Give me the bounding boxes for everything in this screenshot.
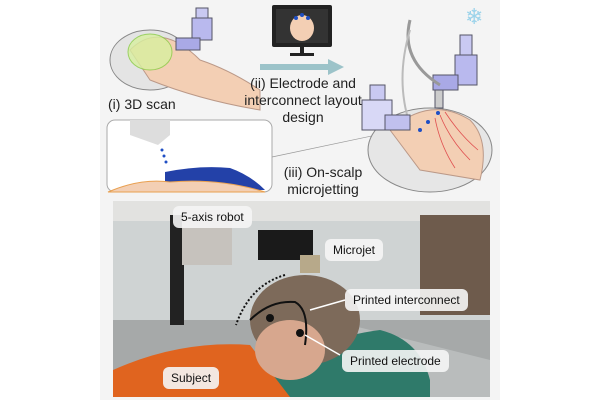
- svg-text:❄: ❄: [465, 5, 483, 30]
- step-2-line-1: (ii) Electrode and: [250, 75, 356, 91]
- label-subject: Subject: [163, 367, 220, 389]
- step-3-label: (iii) On-scalp microjetting: [278, 164, 368, 198]
- camera-icon: [361, 84, 411, 131]
- step-3-line-1: (iii) On-scalp: [283, 164, 363, 180]
- scan-head-illustration: [109, 29, 261, 111]
- process-arrow: [260, 59, 344, 75]
- step-3-line-2: microjetting: [287, 181, 359, 197]
- monitor-icon: [272, 5, 332, 56]
- step-1-label: (i) 3D scan: [108, 96, 176, 112]
- label-microjet: Microjet: [325, 239, 384, 261]
- label-printed-interconnect: Printed interconnect: [345, 289, 468, 311]
- step-2-line-2: interconnect layout: [244, 92, 362, 108]
- microjetting-inset: [106, 119, 401, 193]
- label-5-axis-robot: 5-axis robot: [173, 206, 252, 228]
- label-printed-electrode: Printed electrode: [342, 350, 449, 372]
- scanner-icon: [175, 7, 213, 51]
- step-2-label: (ii) Electrode and interconnect layout d…: [240, 75, 366, 126]
- snowflake-icon: ❄: [465, 5, 483, 30]
- step-2-line-3: design: [282, 109, 324, 125]
